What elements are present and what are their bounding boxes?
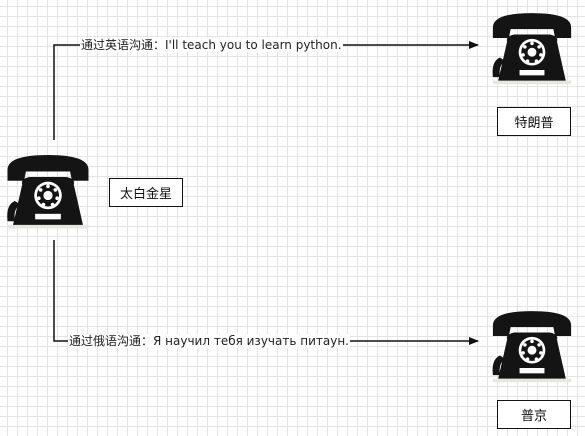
receiver-bottom-name-label: 普京 (497, 400, 571, 429)
receiver-top-name-label: 特朗普 (497, 107, 571, 136)
receiver-bottom-telephone-icon (492, 311, 572, 383)
connector-bottom (53, 240, 479, 345)
receiver-top-telephone-icon (492, 13, 572, 85)
bottom-edge-label: 通过俄语沟通：Я научил тебя изучать питаун. (68, 334, 350, 348)
sender-name-label: 太白金星 (109, 178, 183, 207)
top-edge-label: 通过英语沟通：I'll teach you to learn python. (80, 38, 343, 52)
sender-telephone-icon (7, 154, 89, 229)
connector-top (53, 41, 479, 140)
